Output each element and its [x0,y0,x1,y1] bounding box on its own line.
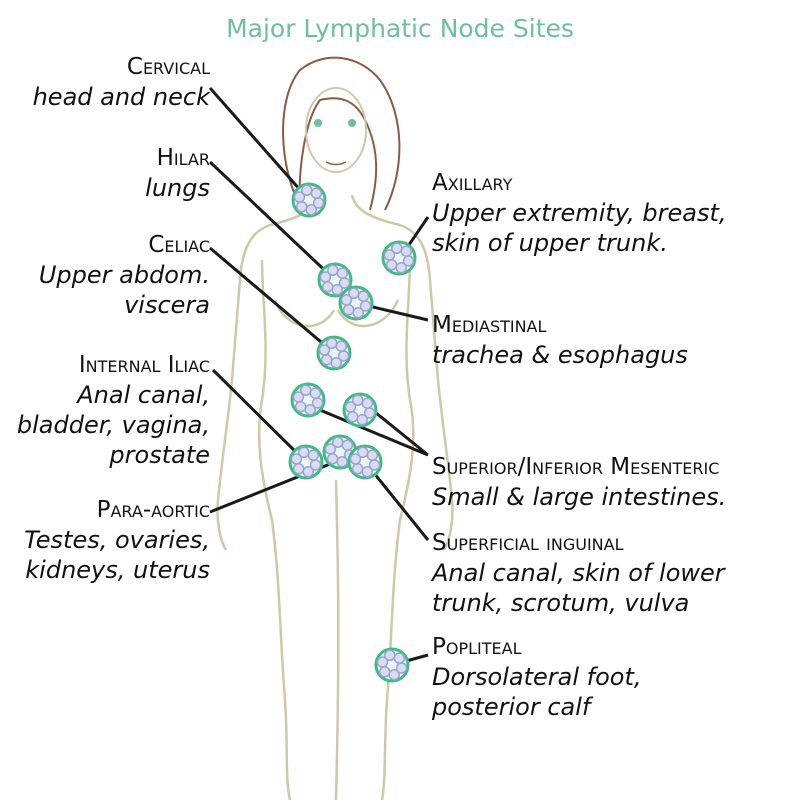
site-desc: Small & large intestines. [432,483,727,511]
site-desc: Anal canal, bladder, vagina, prostate [16,381,210,469]
site-name: Cervical [126,54,210,80]
label-hilar: Hilar lungs [145,143,210,203]
mouth [325,161,347,166]
body-outline [216,194,454,800]
lymph-node-superficial-inguinal [347,444,383,480]
site-desc: Upper abdom. viscera [38,261,210,319]
lymph-node-internal-iliac [288,444,324,480]
right-eye [348,119,356,127]
lymph-node-mediastinal [338,285,374,321]
label-superficial-inguinal: Superficial inguinal Anal canal, skin of… [432,528,725,618]
site-desc: Testes, ovaries, kidneys, uterus [24,526,210,584]
site-name: Superior/Inferior Mesenteric [432,454,720,480]
site-name: Popliteal [432,634,522,660]
label-para-aortic: Para-aortic Testes, ovaries, kidneys, ut… [24,495,210,585]
label-celiac: Celiac Upper abdom. viscera [39,230,210,320]
site-name: Axillary [432,170,513,196]
site-name: Hilar [156,145,210,171]
site-desc: Anal canal, skin of lower trunk, scrotum… [432,559,725,617]
label-mesenteric: Superior/Inferior Mesenteric Small & lar… [432,452,726,512]
label-axillary: Axillary Upper extremity, breast, skin o… [432,168,726,258]
label-internal-iliac: Internal Iliac Anal canal, bladder, vagi… [17,350,210,470]
site-desc: head and neck [32,83,210,111]
diagram-title: Major Lymphatic Node Sites [226,14,574,43]
leader-line-mesenteric [307,403,429,457]
site-desc: Upper extremity, breast, skin of upper t… [432,199,727,257]
left-eye [314,119,322,127]
label-popliteal: Popliteal Dorsolateral foot, posterior c… [432,632,642,722]
label-cervical: Cervical head and neck [33,52,210,112]
leader-line-hilar [208,160,337,282]
lymph-node-hilar [317,262,353,298]
label-mediastinal: Mediastinal trachea & esophagus [432,310,688,370]
hair [282,56,401,211]
lymph-node-popliteal [374,647,410,683]
site-name: Mediastinal [432,312,547,338]
leader-line-internal-iliac [211,368,308,464]
lymph-node-cervical [291,182,327,218]
site-desc: lungs [145,174,210,202]
site-desc: trachea & esophagus [432,341,688,369]
lymph-node-mesenteric [290,382,326,418]
lymph-node-mesenteric [342,392,378,428]
site-name: Internal Iliac [78,352,210,378]
site-name: Superficial inguinal [432,530,624,556]
site-name: Para-aortic [96,497,210,523]
lymph-node-celiac [316,335,352,371]
leader-line-celiac [209,246,335,355]
site-name: Celiac [148,232,210,258]
lymph-node-axillary [381,240,417,276]
leader-line-cervical [208,87,311,201]
site-desc: Dorsolateral foot, posterior calf [432,663,642,721]
